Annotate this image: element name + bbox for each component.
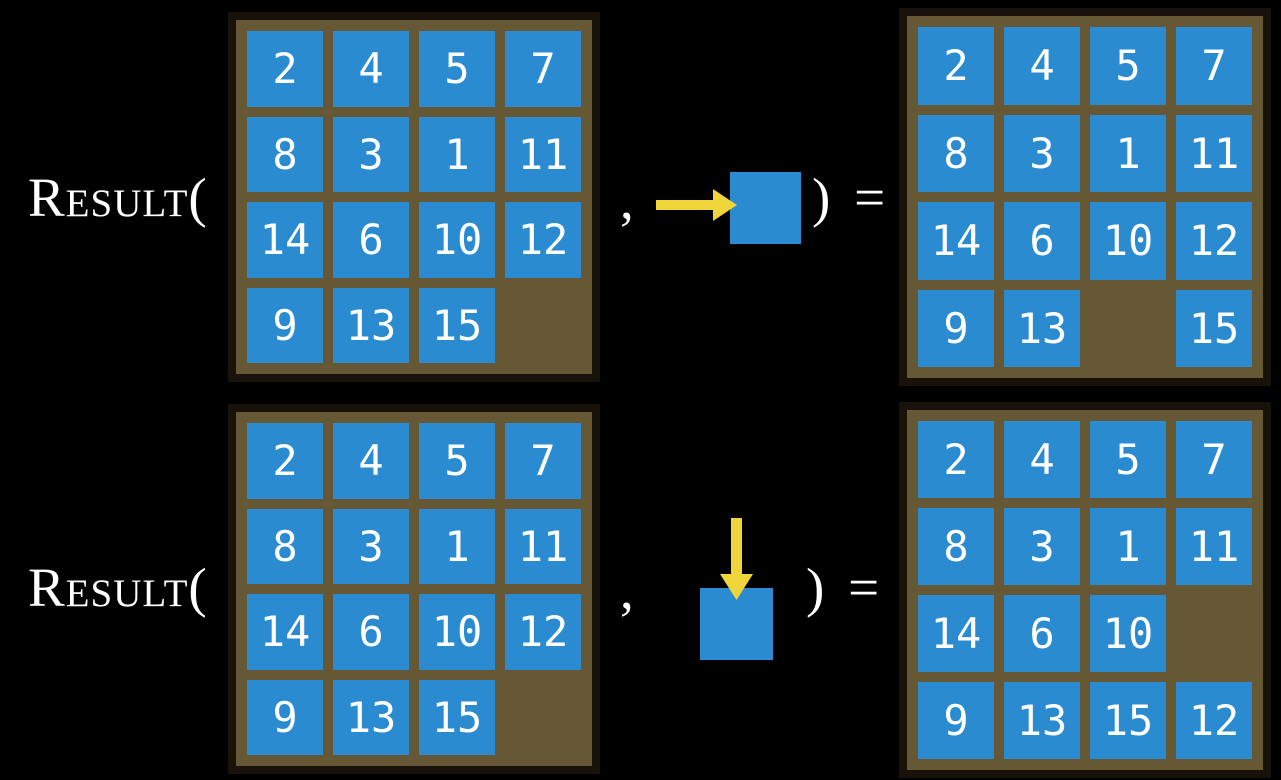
puzzle-tile: 11 bbox=[1176, 508, 1252, 585]
puzzle-tile: 2 bbox=[918, 27, 994, 105]
puzzle-tile: 14 bbox=[918, 202, 994, 280]
puzzle-tile: 3 bbox=[333, 116, 409, 192]
puzzle-tile: 3 bbox=[1004, 114, 1080, 192]
puzzle-tile: 2 bbox=[247, 423, 323, 499]
puzzle-tile: 14 bbox=[918, 595, 994, 672]
puzzle-tile: 15 bbox=[419, 287, 495, 363]
puzzle-tile: 9 bbox=[247, 287, 323, 363]
puzzle-tile: 1 bbox=[419, 116, 495, 192]
puzzle-tile: 15 bbox=[1176, 289, 1252, 367]
puzzle-tile: 9 bbox=[918, 289, 994, 367]
puzzle-tile: 1 bbox=[1090, 114, 1166, 192]
result-function-label: Result( bbox=[28, 557, 208, 618]
puzzle-tile: 11 bbox=[1176, 114, 1252, 192]
puzzle-tile: 13 bbox=[333, 287, 409, 363]
puzzle-tile: 7 bbox=[505, 423, 581, 499]
puzzle-tile: 14 bbox=[247, 594, 323, 670]
comma-separator: , bbox=[620, 559, 635, 620]
puzzle-tile: 6 bbox=[1004, 202, 1080, 280]
puzzle-tile: 5 bbox=[1090, 27, 1166, 105]
puzzle-tile: 6 bbox=[333, 594, 409, 670]
puzzle-tile: 1 bbox=[419, 508, 495, 584]
puzzle-tile: 10 bbox=[419, 202, 495, 278]
puzzle-tile: 9 bbox=[918, 682, 994, 759]
puzzle-tile: 15 bbox=[1090, 682, 1166, 759]
puzzle-tile: 10 bbox=[1090, 595, 1166, 672]
puzzle-tile: 9 bbox=[247, 679, 323, 755]
puzzle-tile: 4 bbox=[333, 423, 409, 499]
puzzle-tile: 13 bbox=[1004, 289, 1080, 367]
puzzle-tile: 8 bbox=[918, 114, 994, 192]
puzzle-tile: 4 bbox=[1004, 27, 1080, 105]
puzzle-tile: 12 bbox=[1176, 202, 1252, 280]
puzzle-tile: 10 bbox=[1090, 202, 1166, 280]
puzzle-tile: 13 bbox=[1004, 682, 1080, 759]
empty-cell bbox=[505, 680, 581, 756]
puzzle-tile: 3 bbox=[1004, 508, 1080, 585]
puzzle-tile: 12 bbox=[505, 594, 581, 670]
puzzle-tile: 5 bbox=[419, 31, 495, 107]
puzzle-tile: 2 bbox=[918, 421, 994, 498]
empty-cell bbox=[1090, 290, 1166, 368]
puzzle-tile: 7 bbox=[1176, 27, 1252, 105]
puzzle-tile: 8 bbox=[247, 508, 323, 584]
puzzle-tile: 6 bbox=[1004, 595, 1080, 672]
puzzle-tile: 13 bbox=[333, 679, 409, 755]
puzzle-tile: 11 bbox=[505, 508, 581, 584]
puzzle-tile: 12 bbox=[505, 202, 581, 278]
arrow-down-icon bbox=[720, 518, 753, 600]
close-paren-equals: ) = bbox=[806, 557, 881, 618]
empty-cell bbox=[505, 288, 581, 364]
puzzle-tile: 6 bbox=[333, 202, 409, 278]
puzzle-tile: 5 bbox=[419, 423, 495, 499]
puzzle-tile: 11 bbox=[505, 116, 581, 192]
puzzle-tile: 1 bbox=[1090, 508, 1166, 585]
puzzle-tile: 4 bbox=[333, 31, 409, 107]
result-function-label: Result( bbox=[28, 167, 208, 228]
puzzle-tile: 14 bbox=[247, 202, 323, 278]
puzzle-tile: 7 bbox=[505, 31, 581, 107]
comma-separator: , bbox=[620, 169, 635, 230]
puzzle-tile: 8 bbox=[918, 508, 994, 585]
puzzle-tile: 2 bbox=[247, 31, 323, 107]
puzzle-tile: 4 bbox=[1004, 421, 1080, 498]
puzzle-tile: 12 bbox=[1176, 682, 1252, 759]
puzzle-tile: 15 bbox=[419, 679, 495, 755]
puzzle-tile: 8 bbox=[247, 116, 323, 192]
close-paren-equals: ) = bbox=[812, 167, 887, 228]
puzzle-tile: 3 bbox=[333, 508, 409, 584]
puzzle-tile: 5 bbox=[1090, 421, 1166, 498]
puzzle-tile: 10 bbox=[419, 594, 495, 670]
blank-square bbox=[730, 172, 801, 244]
empty-cell bbox=[1176, 595, 1252, 672]
puzzle-tile: 7 bbox=[1176, 421, 1252, 498]
arrow-right-icon bbox=[656, 189, 737, 221]
